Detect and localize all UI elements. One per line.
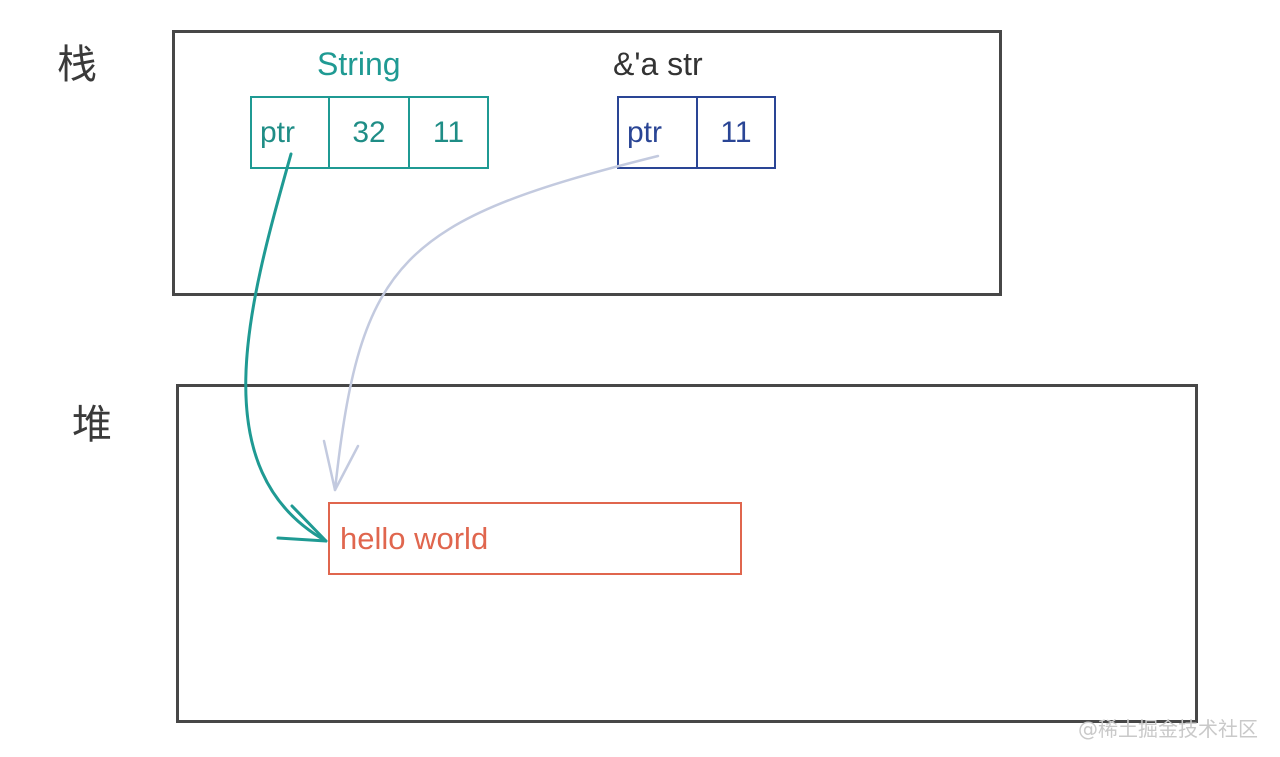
string-capacity-cell: 32 (328, 96, 410, 169)
str-ref-type-title: &'a str (613, 46, 703, 82)
str-ref-ptr-cell: ptr (617, 96, 698, 169)
heap-region (176, 384, 1198, 723)
str-ref-length-cell: 11 (696, 96, 776, 169)
stack-label: 栈 (57, 42, 97, 88)
heap-label: 堆 (72, 402, 112, 448)
string-length-cell: 11 (408, 96, 489, 169)
string-type-title: String (317, 46, 401, 82)
watermark: @稀土掘金技术社区 (1078, 717, 1258, 741)
heap-string-value: hello world (328, 502, 742, 575)
string-ptr-cell: ptr (250, 96, 330, 169)
